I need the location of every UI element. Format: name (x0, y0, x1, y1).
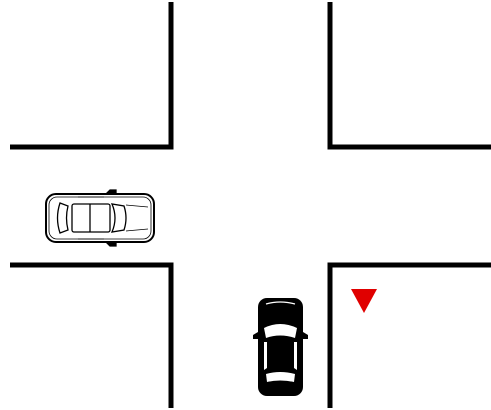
black-car-mirror-right (303, 332, 308, 339)
curb-lines (10, 2, 491, 408)
black-car-side-window-left (264, 342, 267, 370)
black-car-side-window-right (294, 342, 297, 370)
white-car-body (45, 193, 155, 243)
black-car-front-detail (265, 301, 296, 305)
white-car-windshield (110, 203, 127, 233)
curb-top-right (327, 2, 491, 150)
black-car (253, 298, 308, 396)
curb-bottom-right (327, 262, 491, 408)
white-car-mirror-top (105, 189, 117, 195)
curb-bottom-left (10, 262, 174, 408)
white-car-rear-window (56, 202, 69, 234)
curb-top-left (10, 2, 174, 150)
white-car-roof (71, 203, 111, 233)
white-car-hood-line-top (125, 204, 149, 208)
black-car-rear-window (266, 372, 295, 382)
black-car-windshield (264, 324, 297, 338)
white-car-mirror-bottom (105, 241, 117, 247)
yield-marker (351, 289, 377, 313)
black-car-body (258, 298, 303, 396)
black-car-mirror-left (253, 332, 258, 339)
white-car-hood-line-bottom (125, 228, 149, 232)
white-car (45, 189, 155, 247)
